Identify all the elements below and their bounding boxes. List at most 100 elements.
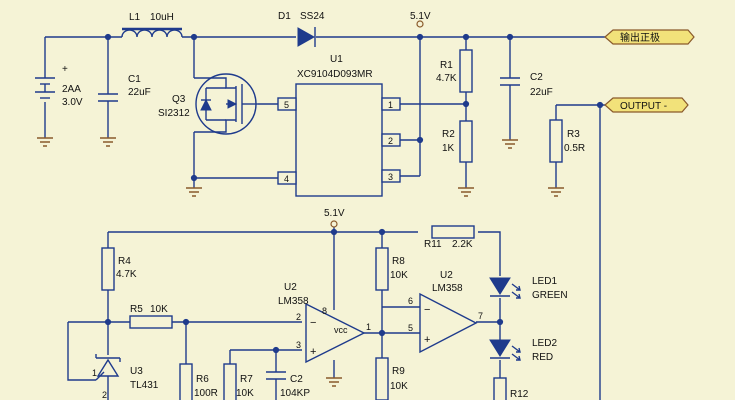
led1-ref: LED1 (532, 276, 557, 287)
q3-ref: Q3 (172, 94, 186, 105)
ground-symbols-top (37, 137, 564, 197)
l1-inductor (121, 27, 183, 38)
c2b-value: 104KP (280, 388, 310, 399)
r3-ref: R3 (567, 129, 580, 140)
c2-value: 22uF (530, 87, 553, 98)
r9-value: 10K (390, 381, 408, 392)
bottom-wires (67, 226, 501, 400)
u1-pin4: 4 (284, 174, 289, 184)
u2b-pin5: 5 (408, 323, 413, 333)
battery-plus: + (62, 64, 68, 75)
c1-capacitor (98, 93, 118, 102)
r7-ref: R7 (240, 374, 253, 385)
c1-value: 22uF (128, 87, 151, 98)
r5-value: 10K (150, 304, 168, 315)
u3-pin2: 2 (102, 390, 107, 400)
r7-value: 10K (236, 388, 254, 399)
d1-ref: D1 (278, 11, 291, 22)
u1-ic (277, 83, 401, 197)
rail-mid-label: 5.1V (324, 208, 345, 219)
led1-diode (489, 277, 521, 299)
battery-name: 2AA (62, 84, 81, 95)
bottom-junctions (104, 220, 504, 354)
ground-symbols-bottom (326, 377, 342, 387)
r8-resistor (375, 247, 389, 291)
r5-ref: R5 (130, 304, 143, 315)
r4-value: 4.7K (116, 269, 137, 280)
u2b-ref: U2 (440, 270, 453, 281)
battery-voltage: 3.0V (62, 97, 83, 108)
u1-pin3: 3 (388, 172, 393, 182)
u1-pin2: 2 (388, 136, 393, 146)
r2-resistor (459, 120, 473, 163)
u2a-vcc: vcc (334, 325, 348, 335)
battery-symbol (35, 77, 55, 99)
r12-ref: R12 (510, 389, 529, 400)
top-junctions (104, 20, 604, 182)
c2b-capacitor (266, 371, 286, 400)
u2b-pin7: 7 (478, 311, 483, 321)
d1-part: SS24 (300, 11, 325, 22)
led2-diode (489, 339, 521, 361)
r12-resistor (493, 377, 507, 400)
output-pos-label: 输出正极 (620, 31, 660, 44)
r2-ref: R2 (442, 129, 455, 140)
r6-value: 100R (194, 388, 218, 399)
c1-ref: C1 (128, 74, 141, 85)
r5-resistor (129, 315, 173, 329)
r1-ref: R1 (440, 60, 453, 71)
u2b-pin6: 6 (408, 296, 413, 306)
u2a-plus: + (310, 346, 316, 358)
r8-ref: R8 (392, 256, 405, 267)
r4-resistor (101, 247, 115, 291)
c2-ref: C2 (530, 72, 543, 83)
r9-ref: R9 (392, 366, 405, 377)
u2b-opamp (419, 292, 478, 354)
u2a-ref: U2 (284, 282, 297, 293)
u2b-plus: + (424, 334, 430, 346)
r2-value: 1K (442, 143, 455, 154)
r11-ref: R11 (424, 239, 442, 250)
q3-mosfet (194, 73, 258, 135)
u2a-pin2: 2 (296, 312, 301, 322)
rail-top-label: 5.1V (410, 11, 431, 22)
d1-diode (297, 27, 316, 47)
u1-part: XC9104D093MR (297, 69, 373, 80)
u2b-part: LM358 (432, 283, 463, 294)
r1-resistor (459, 49, 473, 93)
c2-capacitor (500, 77, 520, 86)
r11-resistor (431, 225, 475, 239)
r11-value: 2.2K (452, 239, 473, 250)
led2-ref: LED2 (532, 338, 557, 349)
u2a-pin1: 1 (366, 322, 371, 332)
led1-color: GREEN (532, 290, 568, 301)
r3-resistor (549, 119, 563, 163)
u3-pin1: 1 (92, 368, 97, 378)
u1-pin1: 1 (388, 100, 393, 110)
u2a-pin3: 3 (296, 340, 301, 350)
r9-resistor (375, 357, 389, 400)
u1-pin5: 5 (284, 100, 289, 110)
output-pos-flag (604, 29, 695, 45)
l1-value: 10uH (150, 12, 174, 23)
r7-resistor (223, 363, 237, 400)
u2a-part: LM358 (278, 296, 309, 307)
r4-ref: R4 (118, 256, 131, 267)
led2-color: RED (532, 352, 553, 363)
u3-tl431 (95, 354, 121, 381)
c2b-ref: C2 (290, 374, 303, 385)
u2a-minus: − (310, 317, 316, 329)
r6-ref: R6 (196, 374, 209, 385)
output-neg-label: OUTPUT - (620, 101, 667, 112)
r8-value: 10K (390, 270, 408, 281)
u2a-pin8: 8 (322, 306, 327, 316)
u3-part: TL431 (130, 380, 159, 391)
q3-part: SI2312 (158, 108, 190, 119)
r1-value: 4.7K (436, 73, 457, 84)
r3-value: 0.5R (564, 143, 585, 154)
r6-resistor (179, 363, 193, 400)
u2b-minus: − (424, 304, 430, 316)
u2a-opamp (305, 302, 366, 364)
